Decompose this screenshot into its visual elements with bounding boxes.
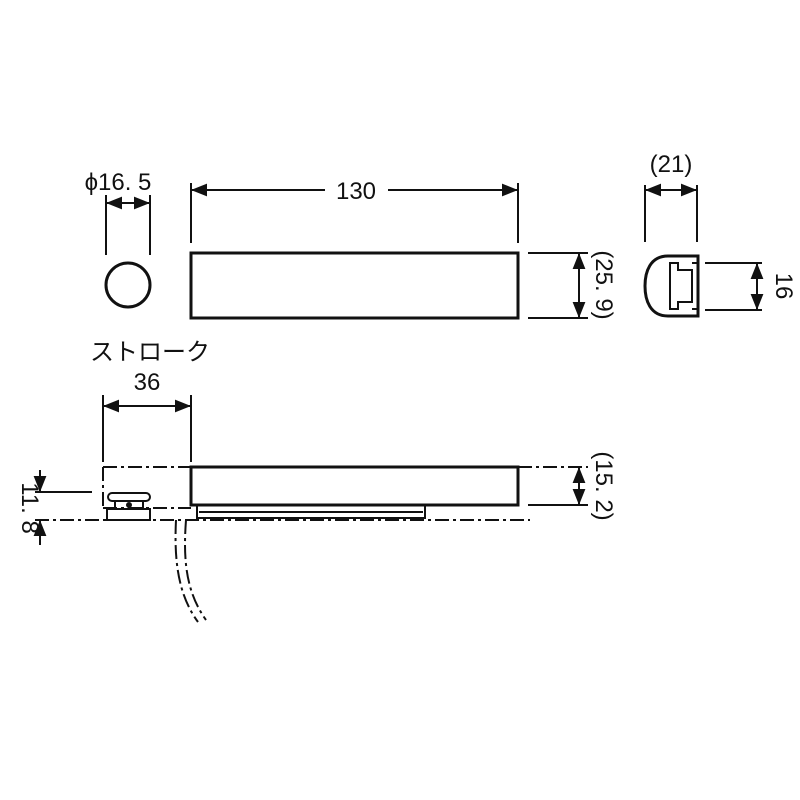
slider-height-label: 11. 8 [16, 482, 43, 534]
profile-shape [643, 254, 700, 318]
height-label: (25. 9) [590, 250, 617, 319]
profile-width-label: (21) [650, 151, 693, 178]
handle-profile-view: (21) 16 [643, 151, 797, 318]
profile-height-label: 16 [770, 273, 797, 300]
knob-end-view: ϕ16. 5 [85, 169, 152, 309]
knob-circle [104, 261, 152, 309]
handle-body [189, 251, 520, 320]
handle-top-view: 130 (25. 9) [189, 178, 617, 320]
body-height-label: (15. 2) [590, 451, 617, 520]
handle-base-plate [196, 504, 426, 519]
cable-path [174, 519, 207, 623]
handle-side-body [189, 465, 520, 507]
length-label: 130 [336, 178, 376, 205]
slider-part [106, 492, 151, 521]
diameter-label: ϕ16. 5 [85, 169, 152, 196]
side-view: ストローク 36 11. 8 (15. 2) [16, 339, 617, 623]
stroke-title: ストローク [90, 339, 210, 366]
stroke-value: 36 [134, 369, 161, 396]
